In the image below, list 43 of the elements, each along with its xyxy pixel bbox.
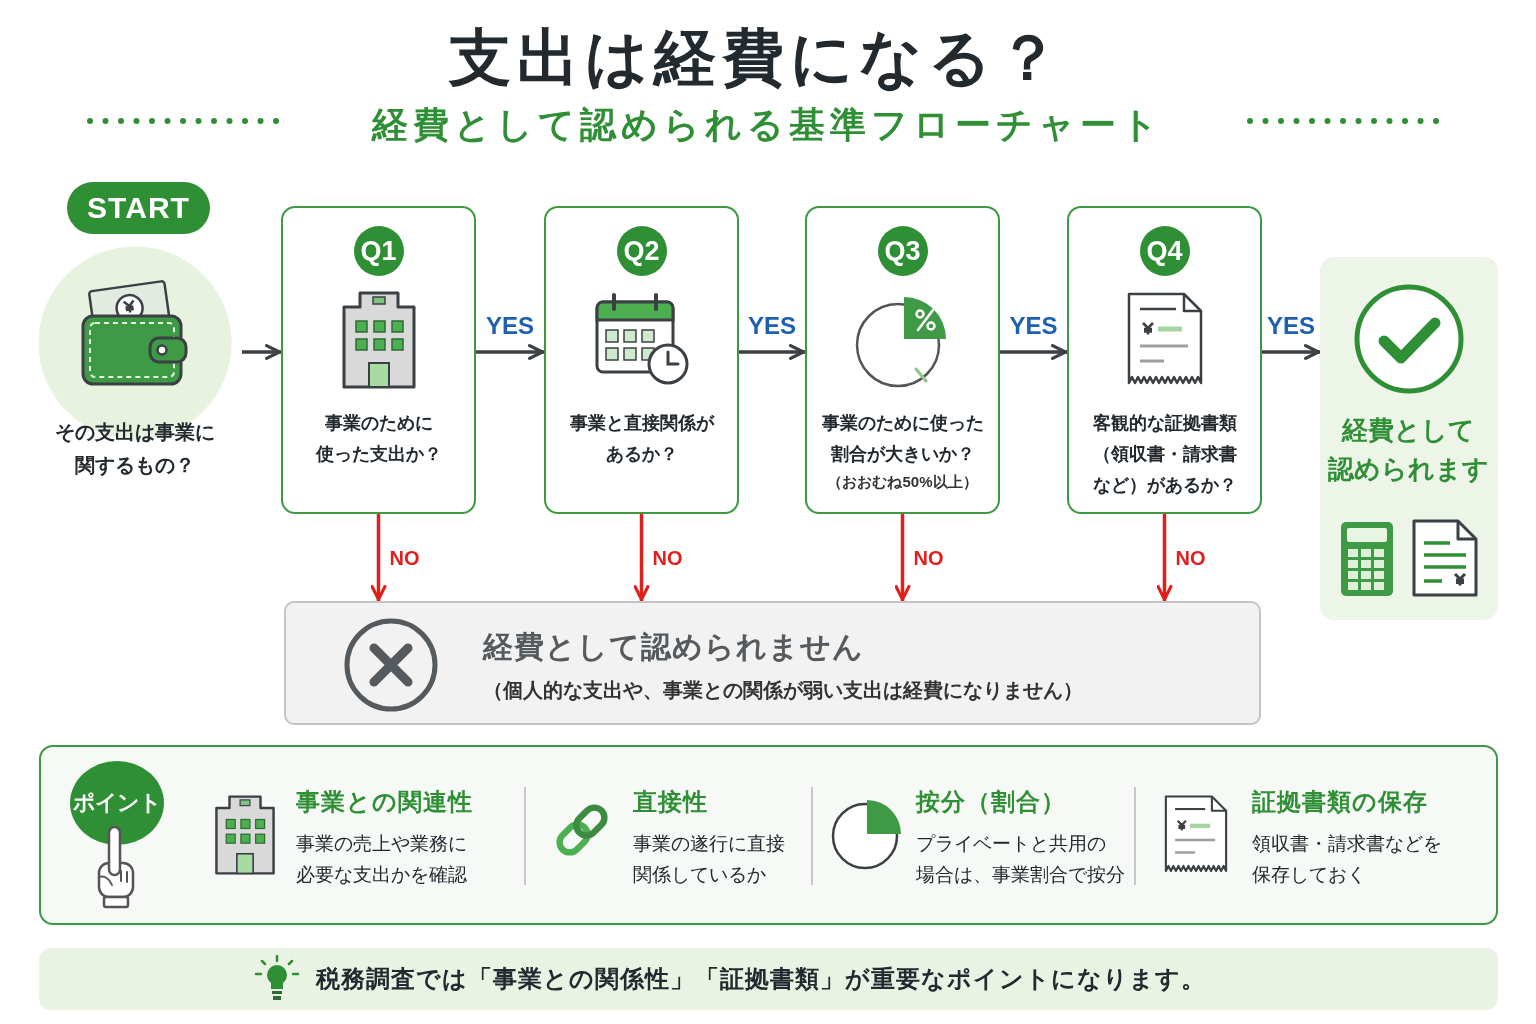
point-heading: 按分（割合） — [916, 787, 1066, 817]
point-tag: ポイント — [70, 761, 164, 845]
question-text: 事業のために使った割合が大きいか？ — [820, 412, 985, 466]
question-text: 事業と直接関係があるか？ — [569, 412, 714, 466]
point-description: 事業の売上や業務に必要な支出かを確認 — [296, 832, 468, 887]
arrow — [476, 344, 544, 360]
arrow — [1156, 514, 1173, 601]
point-heading: 直接性 — [633, 787, 708, 817]
point-heading: 証拠書類の保存 — [1252, 787, 1428, 817]
arrow — [242, 344, 281, 360]
result-card — [1320, 257, 1498, 620]
arrow — [370, 514, 387, 601]
tip-text: 税務調査では「事業との関係性」「証拠書類」が重要なポイントになります。 — [316, 964, 1206, 994]
question-card — [1067, 206, 1262, 514]
question-number: Q3 — [877, 226, 928, 276]
start-tag: START — [67, 182, 210, 234]
tip-banner — [39, 948, 1498, 1010]
title: 支出は経費になる？ — [449, 22, 1065, 94]
point-panel — [39, 745, 1498, 925]
rejection-text: 経費として認められません — [483, 629, 864, 665]
point-description: 領収書・請求書などを保存しておく — [1252, 832, 1443, 887]
point-description: 事業の遂行に直接関係しているか — [633, 832, 786, 887]
point-description: プライベートと共用の場合は、事業割合で按分 — [916, 832, 1126, 887]
question-text: 客観的な証拠書類（領収書・請求書など）があるか？ — [1091, 412, 1238, 497]
question-card — [544, 206, 739, 514]
question-note: （おおむね50%以上） — [827, 472, 978, 492]
question-number: Q2 — [616, 226, 667, 276]
arrow — [1000, 344, 1067, 360]
arrow — [1262, 344, 1320, 360]
subtitle: 経費として認められる基準フローチャート — [371, 103, 1163, 147]
question-number: Q4 — [1139, 226, 1190, 276]
question-card — [281, 206, 476, 514]
rejection-note: （個人的な支出や、事業との関係が弱い支出は経費になりません） — [483, 678, 1083, 703]
point-heading: 事業との関連性 — [296, 787, 473, 817]
question-text: 事業のために使った支出か？ — [315, 412, 442, 466]
result-text: 経費として認められます — [1327, 414, 1491, 486]
arrow — [894, 514, 911, 601]
arrow — [633, 514, 650, 601]
question-number: Q1 — [353, 226, 404, 276]
question-card — [805, 206, 1000, 514]
start-question: その支出は事業に関するもの？ — [54, 420, 216, 478]
arrow — [739, 344, 805, 360]
rejection-card — [284, 601, 1261, 725]
